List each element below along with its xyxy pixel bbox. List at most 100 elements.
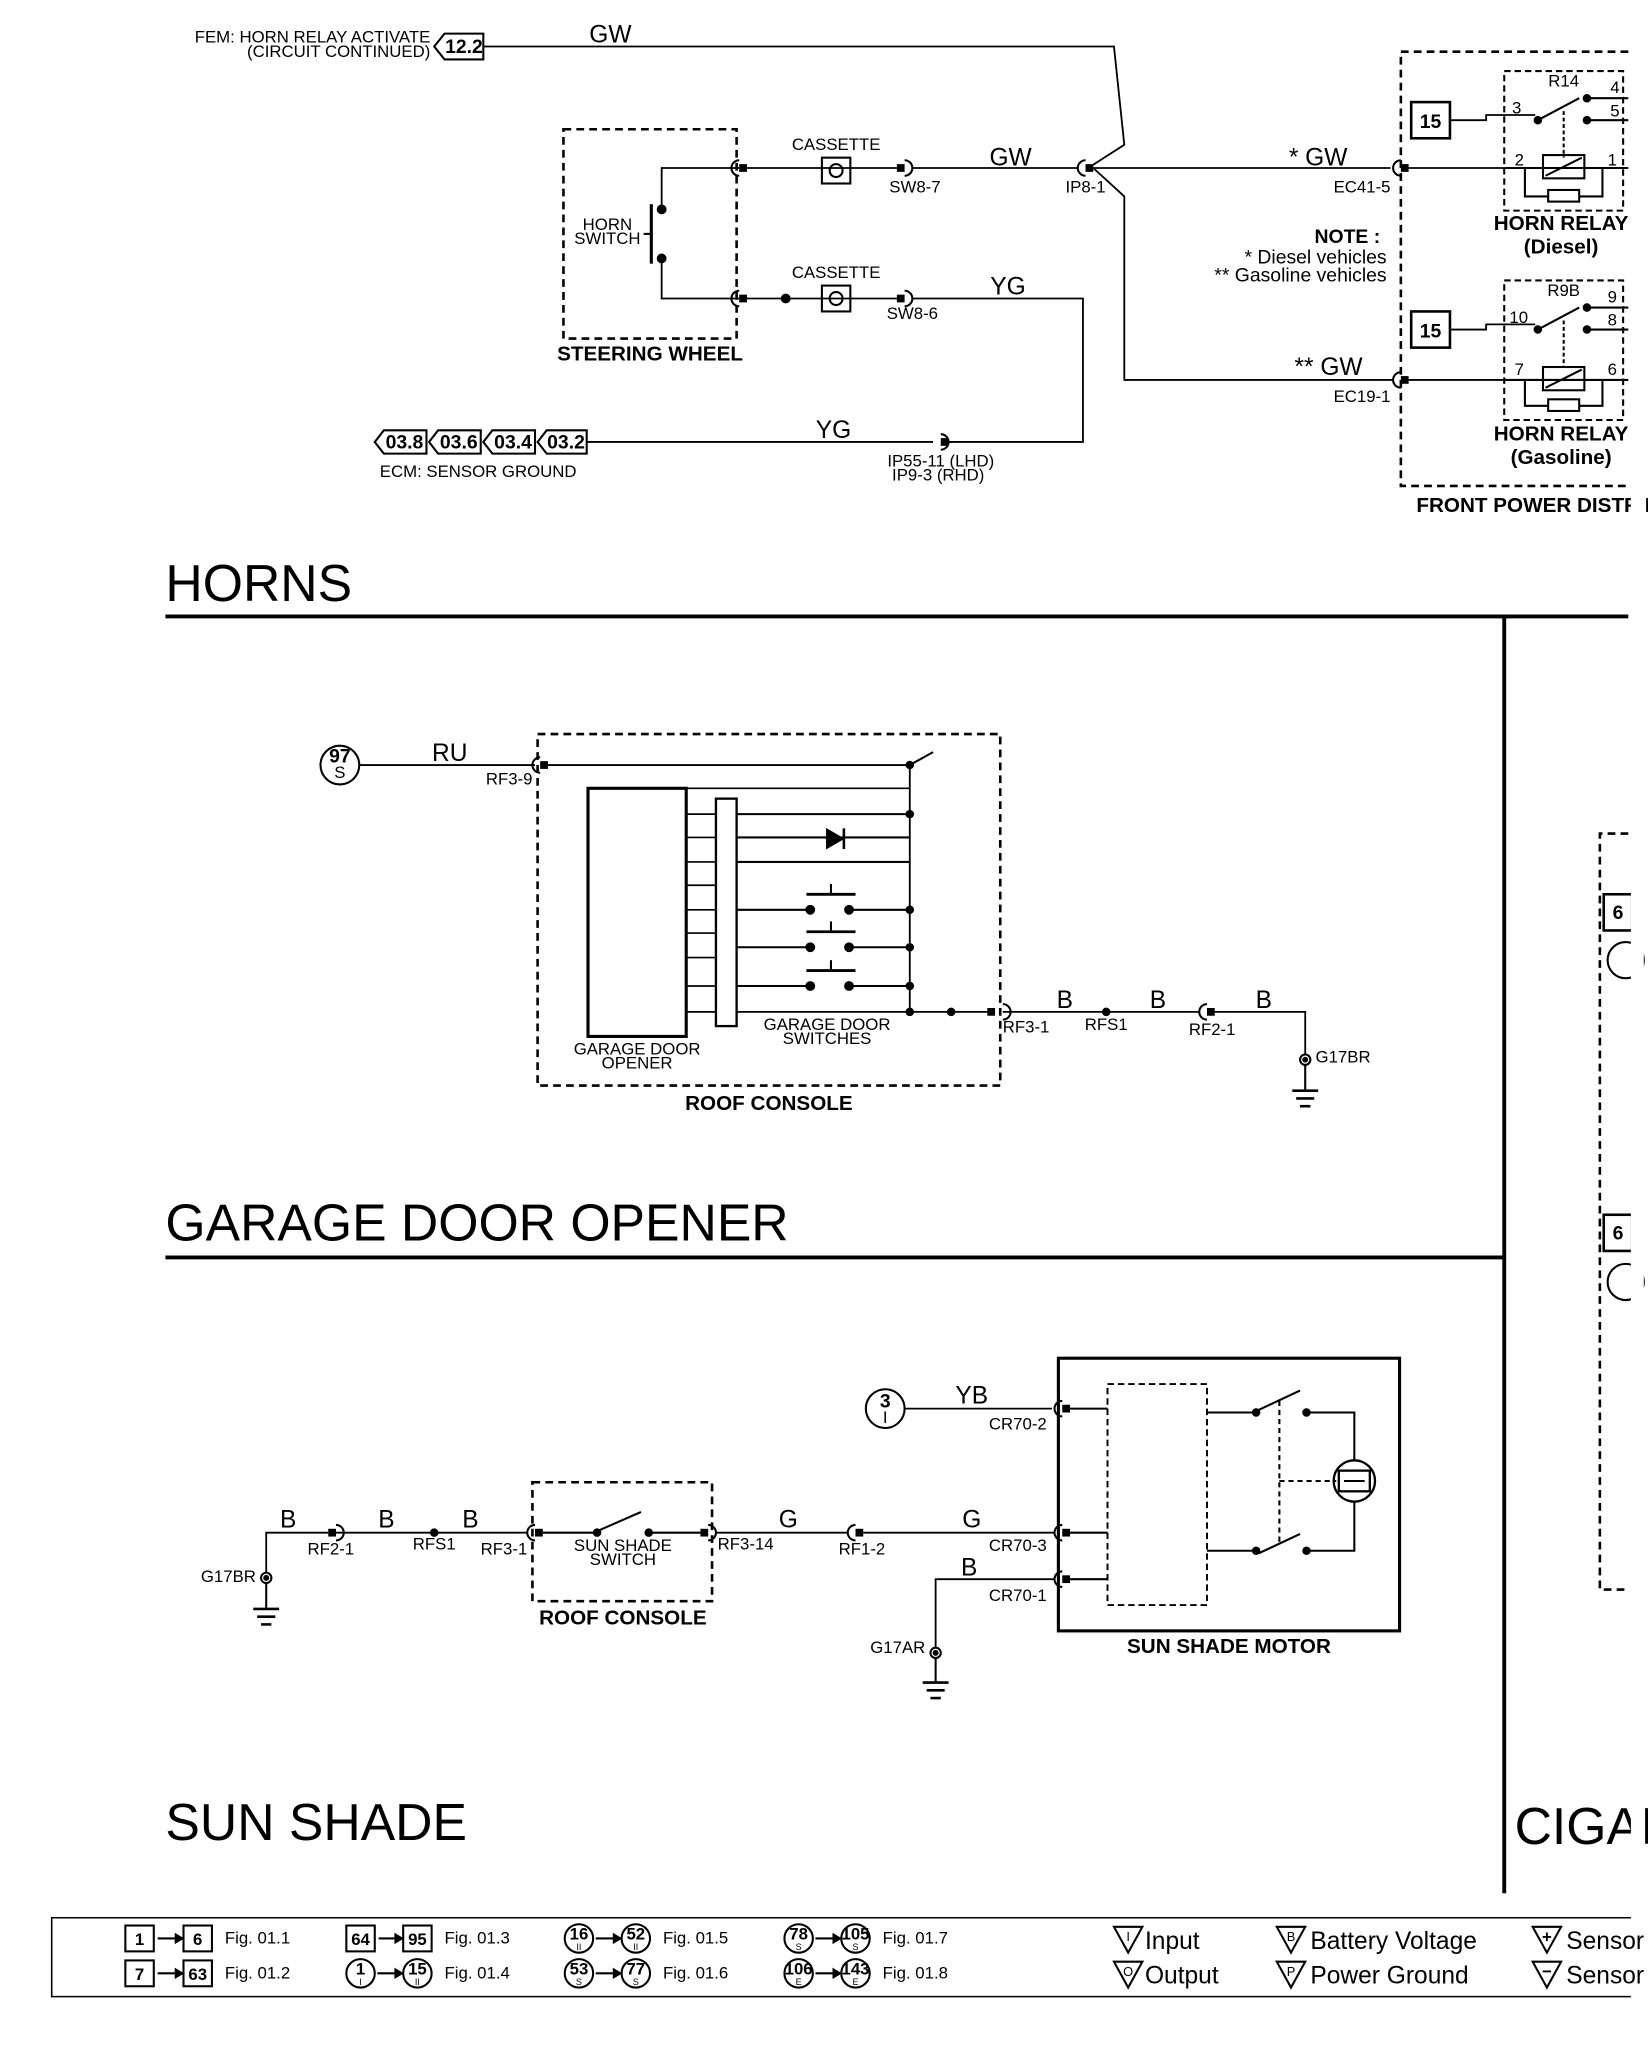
sw8-6: SW8-6 xyxy=(887,304,938,323)
svg-text:CR70-2: CR70-2 xyxy=(989,1414,1047,1433)
ecm-ref-3 xyxy=(482,429,537,455)
svg-text:SWITCH: SWITCH xyxy=(574,229,640,248)
section-title-horns: HORNS xyxy=(165,554,352,612)
svg-text:1: 1 xyxy=(135,1930,144,1949)
svg-text:15: 15 xyxy=(1420,320,1442,342)
svg-text:GW: GW xyxy=(989,144,1032,171)
ecm-ref-4 xyxy=(536,429,588,455)
relay-gasoline-label: HORN RELAY xyxy=(1494,423,1629,446)
sun-shade-motor-box xyxy=(1056,1356,1402,1633)
ecm-ref-1 xyxy=(373,429,428,455)
svg-text:3: 3 xyxy=(1512,99,1521,118)
svg-text:4: 4 xyxy=(1610,78,1619,97)
diode xyxy=(826,827,845,850)
battery-voltage-icon xyxy=(1275,1925,1307,1955)
svg-text:G17AR: G17AR xyxy=(870,1638,925,1657)
svg-text:G: G xyxy=(779,1506,798,1533)
svg-text:S: S xyxy=(334,763,345,782)
svg-text:CR70-1: CR70-1 xyxy=(989,1586,1047,1605)
svg-text:Fig. 01.4: Fig. 01.4 xyxy=(445,1964,510,1983)
sensor-minus-icon xyxy=(1530,1960,1563,1990)
svg-text:77: 77 xyxy=(626,1960,645,1979)
svg-text:RF1-2: RF1-2 xyxy=(839,1540,886,1559)
svg-text:ROOF CONSOLE: ROOF CONSOLE xyxy=(685,1092,853,1115)
svg-text:15: 15 xyxy=(1420,111,1442,133)
cassette-top xyxy=(820,156,852,185)
svg-text:CASSETTE: CASSETTE xyxy=(792,263,881,282)
garage-door-opener xyxy=(586,786,688,1038)
svg-text:CASSETTE: CASSETTE xyxy=(792,135,881,154)
svg-text:64: 64 xyxy=(351,1930,370,1949)
power-ground-icon xyxy=(1275,1960,1307,1990)
svg-text:RF2-1: RF2-1 xyxy=(308,1540,355,1559)
svg-text:B: B xyxy=(1256,987,1272,1014)
fem-label: FEM: HORN RELAY ACTIVATE xyxy=(195,28,431,47)
svg-text:15: 15 xyxy=(408,1960,427,1979)
roof-console-garage xyxy=(536,732,1002,1087)
svg-text:16: 16 xyxy=(570,1925,589,1944)
svg-text:CR70-3: CR70-3 xyxy=(989,1536,1047,1555)
ecm-ref-2 xyxy=(427,429,482,455)
svg-text:6: 6 xyxy=(1613,902,1624,924)
svg-text:SUN SHADE: SUN SHADE xyxy=(574,1536,672,1555)
garage-section: 97 S RU RF3-9 ROOF CONSOLE GARAGE DOOR O… xyxy=(319,732,1371,1115)
svg-text:Input: Input xyxy=(1145,1928,1200,1955)
svg-text:S: S xyxy=(796,1942,802,1952)
svg-text:RF3-1: RF3-1 xyxy=(481,1540,528,1559)
svg-text:* GW: * GW xyxy=(1289,144,1348,171)
right-partial-box xyxy=(1598,832,1629,1591)
svg-text:GARAGE DOOR: GARAGE DOOR xyxy=(574,1040,701,1059)
svg-text:6: 6 xyxy=(1608,360,1617,379)
svg-text:B: B xyxy=(462,1506,478,1533)
svg-text:Power Ground: Power Ground xyxy=(1310,1963,1468,1990)
steering-wheel-box xyxy=(562,127,738,340)
front-power-label: FRONT POWER DISTRIBU xyxy=(1416,494,1648,517)
svg-text:SWITCHES: SWITCHES xyxy=(783,1029,872,1048)
section-title-garage: GARAGE DOOR OPENER xyxy=(165,1194,788,1252)
ip8-1: IP8-1 xyxy=(1065,178,1105,197)
svg-text:I: I xyxy=(1126,1929,1130,1944)
ecm-label: ECM: SENSOR GROUND xyxy=(380,462,577,481)
svg-text:106: 106 xyxy=(785,1960,813,1979)
svg-text:II: II xyxy=(633,1942,638,1952)
svg-text:52: 52 xyxy=(626,1925,645,1944)
svg-text:9: 9 xyxy=(1608,287,1617,306)
svg-text:03.4: 03.4 xyxy=(494,431,532,453)
fem-label-2: (CIRCUIT CONTINUED) xyxy=(247,42,430,61)
svg-text:8: 8 xyxy=(1608,311,1617,330)
ec41-5: EC41-5 xyxy=(1334,178,1391,197)
svg-text:Sensor: Sensor xyxy=(1566,1963,1644,1990)
svg-text:03.8: 03.8 xyxy=(386,431,424,453)
svg-text:B: B xyxy=(1150,987,1166,1014)
svg-text:(Gasoline): (Gasoline) xyxy=(1511,446,1612,469)
svg-text:S: S xyxy=(633,1977,639,1987)
svg-text:O: O xyxy=(1123,1964,1133,1979)
svg-text:Sensor: Sensor xyxy=(1566,1928,1644,1955)
svg-text:YB: YB xyxy=(955,1382,988,1409)
svg-text:03.6: 03.6 xyxy=(440,431,478,453)
sensor-plus-icon xyxy=(1530,1925,1563,1955)
svg-text:YG: YG xyxy=(816,417,851,444)
svg-text:105: 105 xyxy=(842,1925,870,1944)
svg-text:7: 7 xyxy=(1515,360,1524,379)
svg-text:GARAGE DOOR: GARAGE DOOR xyxy=(764,1015,891,1034)
svg-text:97: 97 xyxy=(329,745,351,767)
svg-text:63: 63 xyxy=(188,1965,207,1984)
svg-text:SUN SHADE MOTOR: SUN SHADE MOTOR xyxy=(1127,1635,1331,1658)
note-2: ** Gasoline vehicles xyxy=(1214,265,1386,287)
svg-text:S: S xyxy=(852,1942,858,1952)
ec19-1: EC19-1 xyxy=(1334,387,1391,406)
svg-text:G17BR: G17BR xyxy=(201,1567,256,1586)
svg-text:S: S xyxy=(576,1977,582,1987)
svg-text:Fig. 01.1: Fig. 01.1 xyxy=(225,1929,290,1948)
svg-text:−: − xyxy=(1542,1962,1552,1981)
svg-text:RF2-1: RF2-1 xyxy=(1189,1020,1236,1039)
svg-text:R14: R14 xyxy=(1548,72,1579,91)
svg-text:143: 143 xyxy=(842,1960,870,1979)
svg-text:Fig. 01.3: Fig. 01.3 xyxy=(445,1929,510,1948)
note-1: * Diesel vehicles xyxy=(1244,247,1386,269)
svg-text:E: E xyxy=(852,1977,858,1987)
svg-text:** GW: ** GW xyxy=(1294,354,1363,381)
svg-text:E: E xyxy=(796,1977,802,1987)
